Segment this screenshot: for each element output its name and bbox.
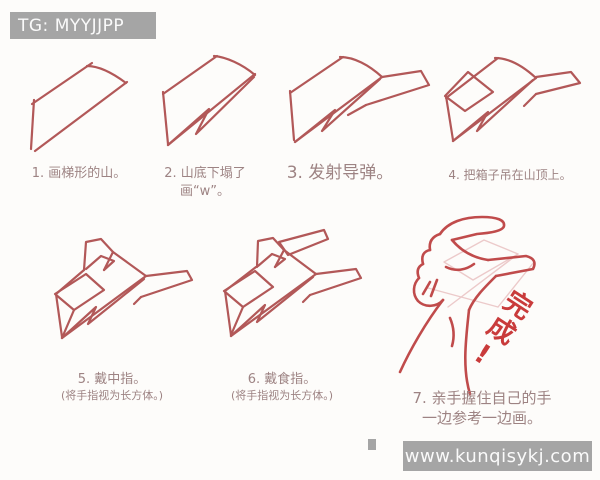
finished-hand-sketch bbox=[398, 215, 536, 396]
step-6-caption: 6. 戴食指。 (将手指视为长方体。) bbox=[202, 371, 362, 403]
mountain-with-w-sketch bbox=[161, 54, 257, 147]
middle-finger-block-sketch bbox=[53, 237, 194, 340]
step-1-caption-text: 1. 画梯形的山。 bbox=[31, 166, 127, 181]
watermark: www.kunqisykj.com bbox=[403, 441, 592, 471]
trapezoid-mountain-sketch bbox=[29, 61, 129, 153]
step-6-caption-line2: (将手指视为长方体。) bbox=[230, 388, 334, 402]
index-finger-block-sketch bbox=[222, 228, 363, 338]
step-7-caption-line2: 一边参考一边画。 bbox=[421, 408, 542, 427]
watermark-square bbox=[368, 439, 376, 450]
tg-badge: TG: MYYJJPP bbox=[10, 12, 156, 39]
step-7-caption: 7. 亲手握住自己的手 一边参考一边画。 bbox=[394, 389, 570, 428]
tg-badge-label: TG: MYYJJPP bbox=[18, 15, 125, 36]
mountain-missile-sketch bbox=[288, 55, 431, 144]
step-4-caption: 4. 把箱子吊在山顶上。 bbox=[422, 167, 598, 183]
step-3-caption-text: 3. 发射导弹。 bbox=[286, 163, 394, 183]
step-2-caption-line2: 画“w”。 bbox=[179, 183, 231, 199]
step-4-caption-text: 4. 把箱子吊在山顶上。 bbox=[448, 168, 572, 182]
step-2-caption: 2. 山底下塌了 画“w”。 bbox=[140, 165, 270, 200]
step-3-caption: 3. 发射导弹。 bbox=[278, 162, 402, 185]
mountain-box-sketch bbox=[443, 56, 582, 143]
step-1-caption: 1. 画梯形的山。 bbox=[14, 165, 144, 183]
step-5-caption-line2: (将手指视为长方体。) bbox=[60, 388, 164, 402]
step-2-caption-line1: 2. 山底下塌了 bbox=[164, 166, 246, 181]
step-5-caption: 5. 戴中指。 (将手指视为长方体。) bbox=[32, 371, 192, 403]
step-6-caption-line1: 6. 戴食指。 bbox=[247, 372, 317, 387]
watermark-text: www.kunqisykj.com bbox=[404, 445, 591, 467]
step-7-caption-line1: 7. 亲手握住自己的手 bbox=[412, 389, 552, 407]
step-5-caption-line1: 5. 戴中指。 bbox=[77, 372, 147, 387]
